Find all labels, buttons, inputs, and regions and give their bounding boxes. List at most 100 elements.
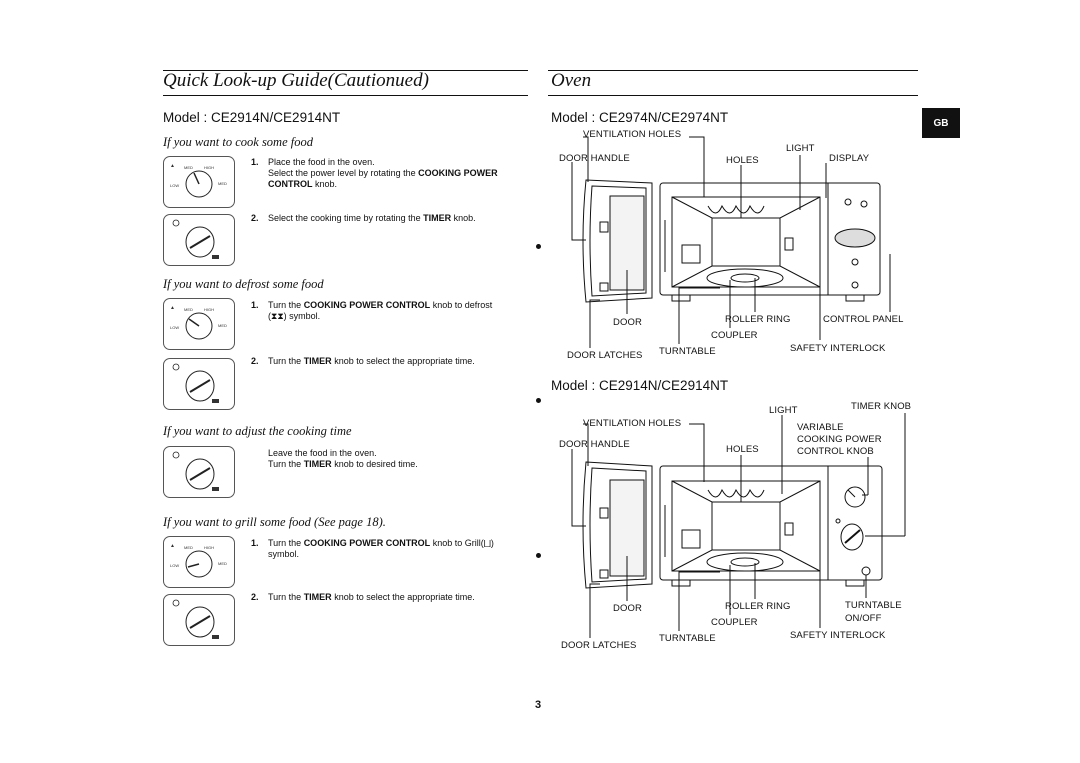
defrost-step1-bold: COOKING POWER CONTROL [303, 300, 431, 310]
cook-step1-line3: CONTROL knob. [268, 179, 533, 190]
cook-step1-line2: Select the power level by rotating the C… [268, 168, 533, 179]
adjust-line2: Turn the TIMER knob to desired time. [268, 459, 533, 470]
d2-label-turntable: TURNTABLE [659, 633, 716, 644]
d2-label-cooking-power: COOKING POWER [797, 434, 882, 445]
d2-label-timer-knob: TIMER KNOB [851, 401, 912, 412]
d2-label-variable: VARIABLE [797, 422, 844, 433]
cook-step2-text: Select the cooking time by rotating the … [268, 213, 533, 224]
svg-text:▲: ▲ [170, 305, 175, 311]
power-knob-icon: ▲ MED HIGH LOW MED [170, 163, 227, 198]
d2-label-control-knob: CONTROL KNOB [797, 446, 874, 457]
d2-label-door-handle: DOOR HANDLE [559, 439, 630, 450]
grill-step1-bold: COOKING POWER CONTROL [303, 538, 431, 548]
svg-text:MED: MED [218, 181, 227, 186]
page-number: 3 [535, 699, 542, 711]
defrost-step1-line2: (⧗⧗) symbol. [268, 311, 533, 322]
defrost-heading: If you want to defrost some food [163, 277, 324, 291]
timer-knob-illustration [163, 214, 235, 266]
d2-label-turntable-onoff-1: TURNTABLE [845, 600, 902, 611]
grill-step2-bold: TIMER [303, 592, 332, 602]
defrost-step1-pre: Turn the [268, 300, 304, 310]
timer-knob-illustration-2 [163, 358, 235, 410]
defrost-step1-line1: Turn the COOKING POWER CONTROL knob to d… [268, 300, 533, 311]
grill-step2-pre: Turn the [268, 592, 304, 602]
binding-dot [536, 553, 541, 558]
d2-label-turntable-onoff-2: ON/OFF [845, 613, 882, 624]
d1-label-door: DOOR [613, 317, 642, 328]
svg-text:MED: MED [218, 323, 227, 328]
language-badge: GB [922, 108, 960, 138]
binding-dot [536, 398, 541, 403]
d1-label-safety-interlock: SAFETY INTERLOCK [790, 343, 886, 354]
svg-text:MED: MED [218, 561, 227, 566]
cook-step1-text: Place the food in the oven. Select the p… [268, 157, 533, 190]
d2-label-door: DOOR [613, 603, 642, 614]
right-section-title: Oven [551, 70, 592, 91]
defrost-step2-bold: TIMER [303, 356, 332, 366]
cook-step1-bold2: CONTROL [268, 179, 313, 189]
svg-text:HIGH: HIGH [204, 307, 214, 312]
defrost-step2-pre: Turn the [268, 356, 304, 366]
timer-knob-icon [172, 363, 219, 403]
svg-text:HIGH: HIGH [204, 545, 214, 550]
power-knob-illustration: ▲ MED HIGH LOW MED [163, 156, 235, 208]
timer-knob-illustration-3 [163, 446, 235, 498]
svg-text:LOW: LOW [170, 563, 179, 568]
cook-step2-num: 2. [251, 213, 259, 223]
grill-heading: If you want to grill some food (See page… [163, 515, 386, 529]
d1-label-holes: HOLES [726, 155, 759, 166]
left-title-rule-top [163, 70, 528, 71]
d2-label-door-latches: DOOR LATCHES [561, 640, 637, 651]
d1-label-ventilation-holes: VENTILATION HOLES [583, 129, 682, 140]
svg-text:MED: MED [184, 165, 193, 170]
adjust-time-heading: If you want to adjust the cooking time [163, 424, 352, 438]
grill-step1-pre: Turn the [268, 538, 304, 548]
svg-text:▲: ▲ [170, 543, 175, 549]
cook-step1-line1: Place the food in the oven. [268, 157, 375, 167]
adjust-time-text: Leave the food in the oven. Turn the TIM… [268, 448, 533, 470]
timer-knob-icon [172, 219, 219, 259]
defrost-step2-text: Turn the TIMER knob to select the approp… [268, 356, 533, 367]
svg-text:HIGH: HIGH [204, 165, 214, 170]
diagram2-model-heading: Model : CE2914N/CE2914NT [551, 378, 729, 393]
left-section-title: Quick Look-up Guide(Cautionued) [163, 70, 429, 91]
grill-step1-num: 1. [251, 538, 259, 548]
timer-knob-icon [172, 599, 219, 639]
right-title-rule-top [548, 70, 918, 71]
d2-label-safety-interlock: SAFETY INTERLOCK [790, 630, 886, 641]
cook-step1-pre: Select the power level by rotating the [268, 168, 419, 178]
svg-text:MED: MED [184, 307, 193, 312]
d1-label-control-panel: CONTROL PANEL [823, 314, 904, 325]
adjust-line2-pre: Turn the [268, 459, 304, 469]
power-knob-illustration-2: ▲ MED HIGH LOW MED [163, 298, 235, 350]
grill-step1-line2: symbol. [268, 549, 300, 559]
d1-label-door-handle: DOOR HANDLE [559, 153, 630, 164]
power-knob-illustration-3: ▲ MED HIGH LOW MED [163, 536, 235, 588]
adjust-line2-post: knob to desired time. [331, 459, 418, 469]
defrost-symbol-icon: (⧗⧗) [268, 311, 287, 321]
defrost-step2-num: 2. [251, 356, 259, 366]
d2-label-light: LIGHT [769, 405, 798, 416]
grill-step2-text: Turn the TIMER knob to select the approp… [268, 592, 533, 603]
d1-label-coupler: COUPLER [711, 330, 758, 341]
svg-text:MED: MED [184, 545, 193, 550]
cook-food-heading: If you want to cook some food [163, 135, 313, 149]
grill-step1-end: ) [490, 538, 494, 548]
power-knob-icon: ▲ MED HIGH LOW MED [170, 305, 227, 340]
cook-step1-num: 1. [251, 157, 259, 167]
d1-label-display: DISPLAY [829, 153, 870, 164]
cook-step2-pre: Select the cooking time by rotating the [268, 213, 424, 223]
cook-step1-post: knob. [312, 179, 338, 189]
grill-step1-text: Turn the COOKING POWER CONTROL knob to G… [268, 538, 533, 560]
diagram1-model-heading: Model : CE2974N/CE2974NT [551, 110, 729, 125]
svg-text:LOW: LOW [170, 183, 179, 188]
adjust-line2-bold: TIMER [303, 459, 332, 469]
cook-step1-bold: COOKING POWER [418, 168, 498, 178]
timer-knob-illustration-4 [163, 594, 235, 646]
d2-label-roller-ring: ROLLER RING [725, 601, 791, 612]
svg-text:LOW: LOW [170, 325, 179, 330]
svg-text:▲: ▲ [170, 163, 175, 169]
defrost-step1-num: 1. [251, 300, 259, 310]
